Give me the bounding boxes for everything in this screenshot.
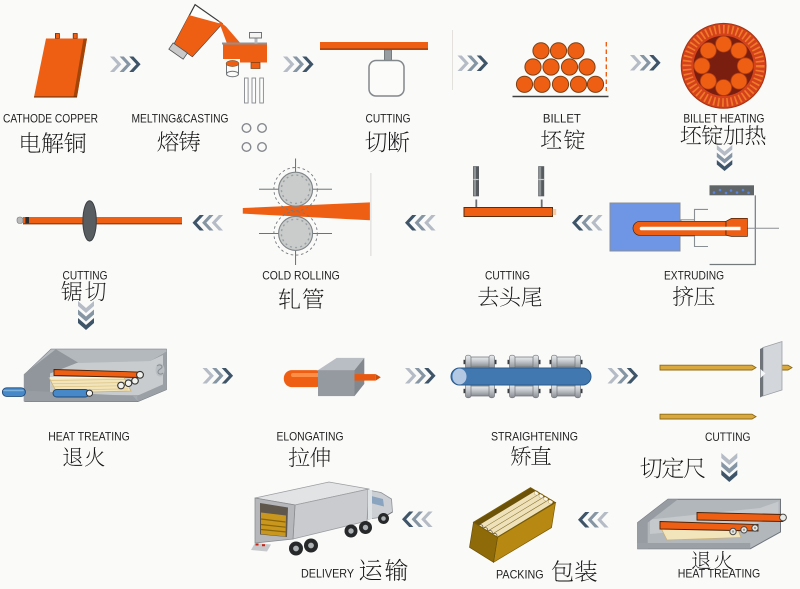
svg-text:CATHODE COPPER: CATHODE COPPER xyxy=(3,111,98,125)
svg-text:BILLET: BILLET xyxy=(543,111,582,125)
svg-text:STRAIGHTENING: STRAIGHTENING xyxy=(491,430,578,444)
svg-text:BILLET HEATING: BILLET HEATING xyxy=(683,111,764,125)
svg-text:EXTRUDING: EXTRUDING xyxy=(664,269,724,283)
svg-text:ELONGATING: ELONGATING xyxy=(277,430,344,444)
svg-text:HEAT TREATING: HEAT TREATING xyxy=(678,567,761,581)
svg-text:CUTTING: CUTTING xyxy=(485,269,530,283)
svg-text:CUTTING: CUTTING xyxy=(63,269,108,283)
svg-text:CUTTING: CUTTING xyxy=(366,111,411,125)
svg-text:HEAT TREATING: HEAT TREATING xyxy=(48,430,130,444)
svg-text:MELTING&CASTING: MELTING&CASTING xyxy=(132,111,229,125)
svg-text:CUTTING: CUTTING xyxy=(705,430,751,444)
svg-text:COLD ROLLING: COLD ROLLING xyxy=(262,269,340,283)
svg-text:DELIVERY: DELIVERY xyxy=(301,567,354,581)
svg-text:PACKING: PACKING xyxy=(496,568,544,582)
